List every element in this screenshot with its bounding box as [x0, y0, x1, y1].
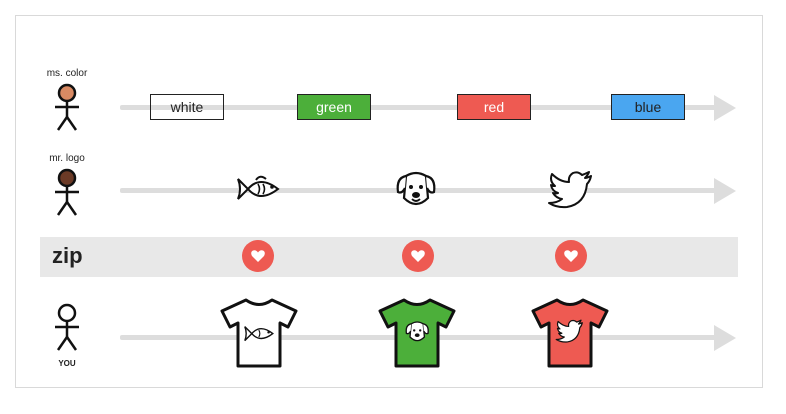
color-box-green-label: green [316, 99, 352, 115]
tshirt-red [531, 298, 609, 368]
person-label-color: ms. color [46, 68, 88, 79]
heart-badge-3 [555, 240, 587, 272]
color-box-white: white [150, 94, 224, 120]
logo-track-arrow [714, 178, 736, 204]
heart-icon [564, 250, 578, 262]
person-label-you: YOU [58, 359, 76, 368]
person-label-logo: mr. logo [49, 153, 85, 164]
color-track [120, 105, 720, 110]
zip-label: zip [52, 243, 83, 268]
fish-icon [244, 326, 274, 342]
bird-icon [555, 319, 583, 343]
person-color-figure [55, 83, 79, 131]
heart-badge-1 [242, 240, 274, 272]
heart-badge-2 [402, 240, 434, 272]
color-box-white-label: white [170, 99, 204, 115]
color-track-arrow [714, 95, 736, 121]
heart-icon [411, 250, 425, 262]
heart-icon [251, 250, 265, 262]
zip-band [40, 237, 738, 277]
person-you-figure [55, 303, 79, 351]
color-box-red-label: red [483, 99, 505, 115]
dog-icon [405, 321, 429, 342]
color-box-green: green [297, 94, 371, 120]
color-box-blue: blue [611, 94, 685, 120]
color-box-red: red [457, 94, 531, 120]
color-box-blue-label: blue [634, 99, 662, 115]
tshirt-green [378, 298, 456, 368]
you-track-arrow [714, 325, 736, 351]
person-logo-figure [55, 168, 79, 216]
fish-icon [237, 175, 280, 200]
dog-icon [396, 171, 436, 206]
tshirt-white [220, 298, 298, 368]
bird-icon [548, 171, 592, 209]
